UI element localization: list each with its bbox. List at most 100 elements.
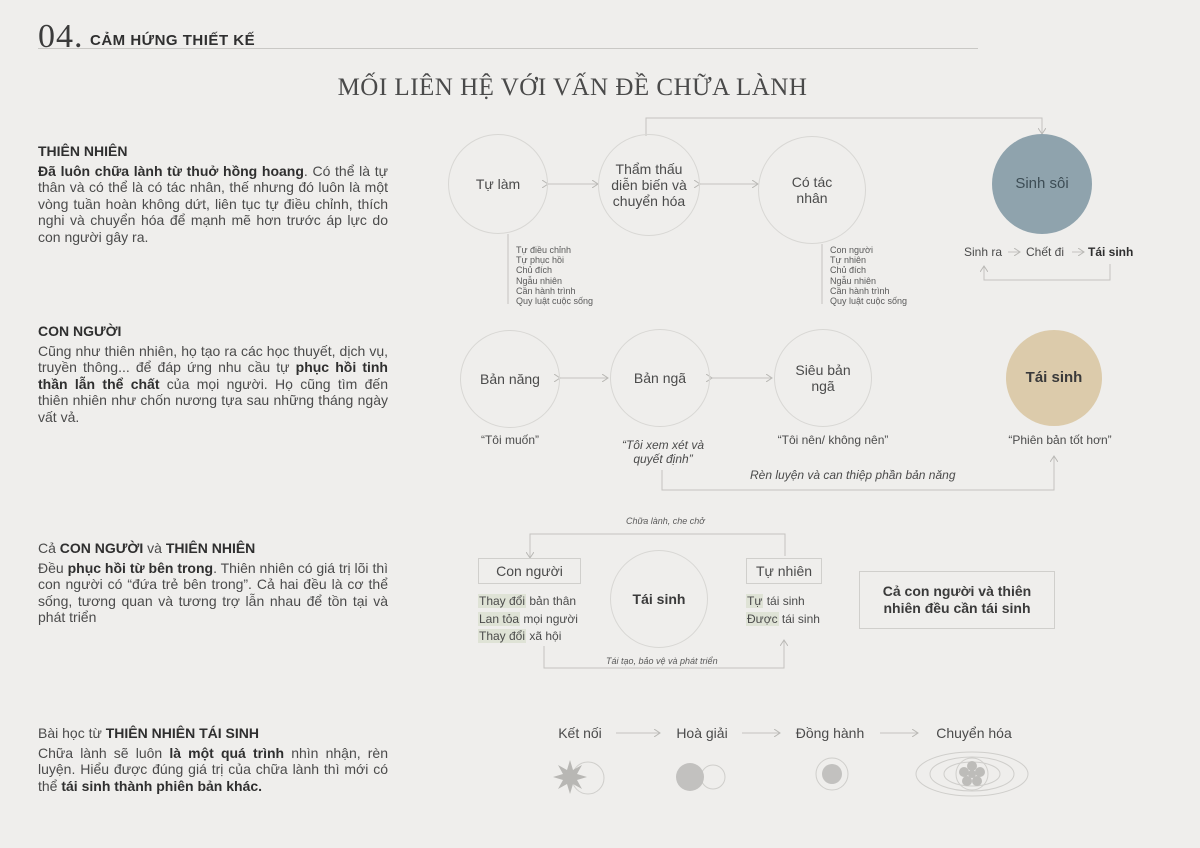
list-item: Tự nhiên: [830, 255, 867, 266]
nature-text: Đã luôn chữa lành từ thuở hồng hoang. Có…: [38, 163, 388, 246]
circle-tu-lam: Tự làm: [448, 134, 548, 234]
list-item: Cần hành trình: [830, 285, 890, 296]
highlight-tag: Được: [746, 611, 779, 626]
highlight-tag: Lan tỏa: [478, 611, 521, 626]
highlight-tag: Thay đổi: [478, 594, 527, 608]
label-chua-lanh: Chữa lành, che chở: [626, 516, 705, 526]
stage-icons: [553, 751, 1029, 797]
circle-tai-sinh-center: Tái sinh: [610, 550, 708, 648]
section-title: CẢM HỨNG THIẾT KẾ: [90, 32, 256, 49]
human-block: CON NGƯỜI Cũng như thiên nhiên, họ tạo r…: [38, 323, 388, 425]
stage-chuyen-hoa: Chuyển hóa: [936, 725, 1012, 741]
both-text: Đều phục hồi từ bên trong. Thiên nhiên c…: [38, 560, 388, 626]
label-tai-tao: Tái tạo, bảo vệ và phát triển: [606, 656, 718, 666]
stage-hoa-giai: Hoà giải: [676, 725, 728, 741]
quote-toi-nen: “Tôi nên/ không nên”: [777, 433, 889, 447]
quote-toi-xem-xet: “Tôi xem xét và quyết định”: [621, 438, 705, 466]
both-t-pre: Đều: [38, 559, 68, 576]
nature-body: . Có thể là tự thân và có thể là có tác …: [38, 162, 388, 245]
arrow-cycle-back: [984, 264, 1111, 281]
list-item: Cần hành trình: [516, 285, 576, 296]
tag-text: tái sinh: [763, 594, 805, 608]
lesson-t1: Chữa lành sẽ luôn: [38, 744, 170, 761]
list-item: Tự tái sinh: [746, 593, 820, 611]
page-title: MỐI LIÊN HỆ VỚI VẤN ĐỀ CHỮA LÀNH: [337, 74, 808, 101]
human-body-1: Cũng như thiên nhiên, họ tạo ra các học …: [38, 342, 388, 376]
circle-ban-nga: Bản ngã: [610, 329, 710, 427]
circle-sieu-ban-nga: Siêu bản ngã: [774, 329, 872, 427]
overlap-circles-icon: [676, 763, 726, 791]
human-bold: phục hồi tinh thần lẫn thể chất: [38, 359, 388, 392]
starburst-icon: [553, 760, 605, 795]
tag-text: bản thân: [526, 594, 577, 608]
both-block: Cả CON NGƯỜI và THIÊN NHIÊN Đều phục hồi…: [38, 540, 388, 626]
arrow-r3-top: [530, 533, 786, 558]
arrow-r2-bottom: [661, 456, 1054, 491]
orbit-flower-icon: [915, 751, 1029, 797]
lesson-b2: tái sinh thành phiên bản khác.: [61, 777, 263, 794]
list-item: Thay đổi bản thân: [478, 593, 578, 611]
circle-ban-nang: Bản năng: [460, 330, 560, 428]
tag-text: mọi người: [520, 611, 578, 626]
nature-heading: THIÊN NHIÊN: [38, 143, 128, 159]
list-tu-lam: Tự điều chỉnh Tự phục hồi Chủ đích Ngẫu …: [516, 245, 593, 306]
arrow-r3-bottom: [543, 640, 784, 669]
lesson-heading: Bài học từ THIÊN NHIÊN TÁI SINH: [38, 725, 388, 742]
tag-text: xã hội: [526, 629, 562, 643]
list-tu-nhien: Tự tái sinh Được tái sinh: [746, 593, 820, 628]
list-co-tac-nhan: Con người Tự nhiên Chủ đích Ngẫu nhiên C…: [830, 245, 907, 306]
list-item: Quy luật cuộc sống: [830, 296, 908, 307]
list-item: Ngẫu nhiên: [830, 275, 877, 286]
list-con-nguoi: Thay đổi bản thân Lan tỏa mọi người Thay…: [478, 593, 578, 646]
arrow-r1-top: [645, 117, 1042, 136]
nature-block: THIÊN NHIÊN Đã luôn chữa lành từ thuở hồ…: [38, 143, 388, 245]
box-tu-nhien: Tự nhiên: [746, 558, 822, 584]
lesson-h-bold: THIÊN NHIÊN TÁI SINH: [105, 725, 259, 741]
header-divider: [38, 48, 978, 49]
list-item: Thay đổi xã hội: [478, 628, 578, 646]
human-body-2: của mọi người. Họ cũng tìm đến thiên nhi…: [38, 375, 388, 425]
box-con-nguoi: Con người: [478, 558, 581, 584]
both-h-mid: và: [143, 540, 166, 556]
circle-tham-thau: Thẩm thấu diễn biến và chuyển hóa: [598, 134, 700, 236]
list-item: Được tái sinh: [746, 611, 820, 629]
quote-toi-muon: “Tôi muốn”: [480, 433, 539, 447]
highlight-tag: Tự: [746, 594, 764, 608]
both-h-b1: CON NGƯỜI: [59, 540, 144, 556]
lesson-h-pre: Bài học từ: [38, 725, 106, 741]
human-text: Cũng như thiên nhiên, họ tạo ra các học …: [38, 343, 388, 426]
list-item: Chủ đích: [516, 265, 553, 276]
lesson-t2: nhìn nhận, rèn luyện. Hiểu được đúng giá…: [38, 744, 389, 794]
list-item: Tự điều chỉnh: [516, 245, 572, 255]
cycle-tai-sinh: Tái sinh: [1088, 245, 1134, 259]
label-ren-luyen: Rèn luyện và can thiệp phần bản năng: [750, 468, 956, 482]
stage-dong-hanh: Đồng hành: [795, 725, 865, 741]
quote-phien-ban: “Phiên bản tốt hơn”: [1008, 433, 1112, 447]
both-t-bold: phục hồi từ bên trong: [67, 559, 214, 576]
list-item: Ngẫu nhiên: [516, 275, 563, 286]
both-heading: Cả CON NGƯỜI và THIÊN NHIÊN: [38, 540, 388, 557]
list-item: Tự phục hồi: [516, 255, 565, 266]
both-h-pre: Cả: [38, 540, 60, 556]
lesson-text: Chữa lành sẽ luôn là một quá trình nhìn …: [38, 745, 388, 795]
circle-co-tac-nhan: Có tác nhân: [758, 136, 866, 244]
lesson-b1: là một quá trình: [169, 744, 285, 761]
highlight-tag: Thay đổi: [478, 629, 527, 643]
list-item: Lan tỏa mọi người: [478, 611, 578, 629]
nature-bold-lead: Đã luôn chữa lành từ thuở hồng hoang: [38, 162, 304, 179]
cycle-chet-di: Chết đi: [1026, 245, 1065, 259]
list-item: Quy luật cuộc sống: [516, 296, 594, 307]
concentric-circles-icon: [815, 757, 849, 791]
both-t-rest: . Thiên nhiên có giá trị lõi thì con ngư…: [38, 559, 389, 626]
circle-sinh-soi: Sinh sôi: [992, 134, 1092, 234]
circle-tai-sinh-tan: Tái sinh: [1006, 330, 1102, 426]
cycle-sinh-ra: Sinh ra: [964, 245, 1003, 259]
tag-text: tái sinh: [778, 611, 820, 626]
both-h-b2: THIÊN NHIÊN: [165, 540, 256, 556]
lesson-block: Bài học từ THIÊN NHIÊN TÁI SINH Chữa làn…: [38, 725, 388, 794]
human-heading: CON NGƯỜI: [38, 323, 122, 339]
conclusion-box: Cả con người và thiên nhiên đều cần tái …: [859, 571, 1055, 629]
list-item: Chủ đích: [830, 265, 867, 276]
stage-ket-noi: Kết nối: [558, 725, 602, 741]
